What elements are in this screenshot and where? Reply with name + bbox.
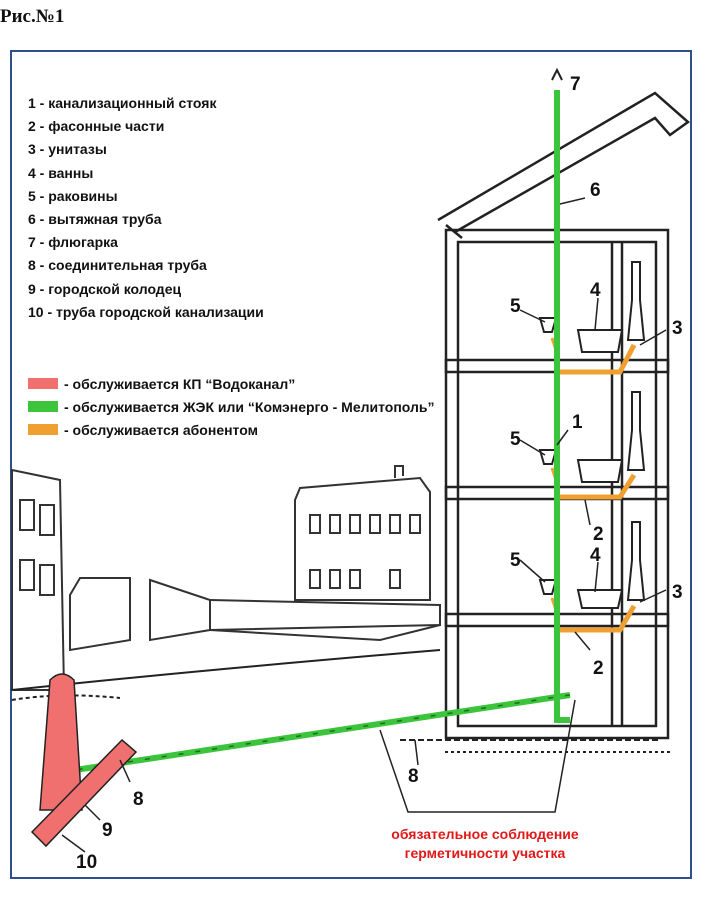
sealing-note-line: герметичности участка [404,845,566,861]
label-9: 9 [102,820,113,841]
ground [11,649,670,753]
color-swatch-green [28,401,58,412]
label-5-bottom: 5 [510,550,521,571]
service-legend: - обслуживается КП “Водоканал” - обслужи… [28,372,435,441]
house [437,91,691,740]
service-item-abonent: - обслуживается абонентом [28,418,435,441]
sealing-bracket [379,699,576,813]
city-pipe [30,738,138,848]
label-4-bottom: 4 [590,545,601,566]
color-swatch-red [28,378,58,389]
figure-caption: Рис.№1 [0,6,65,27]
service-item-vodokanal: - обслуживается КП “Водоканал” [28,372,435,395]
label-3-top: 3 [672,318,683,339]
legend-item: 2 - фасонные части [28,118,165,135]
toilet-middle [626,391,646,471]
connecting-pipe [74,692,571,773]
background-buildings [11,465,441,691]
label-10: 10 [76,852,97,873]
label-5-top: 5 [510,296,521,317]
service-label: - обслуживается КП “Водоканал” [64,375,296,392]
service-label: - обслуживается ЖЭК или “Комэнерго - Мел… [64,398,435,415]
toilet-bottom [626,521,646,601]
sealing-note-line: обязательное соблюдение [391,826,579,842]
bathtub-middle [576,459,624,483]
label-7: 7 [570,74,581,95]
label-1: 1 [572,412,583,433]
legend-list: 1 - канализационный стояк 2 - фасонные ч… [28,92,264,324]
label-3-bottom: 3 [672,582,683,603]
legend-item: 8 - соединительная труба [28,257,207,274]
legend-item: 10 - труба городской канализации [28,303,264,320]
sink-middle [538,449,558,465]
legend-item: 6 - вытяжная труба [28,211,162,228]
bathtub-bottom [576,589,624,609]
bathtub-top [576,329,624,353]
legend-item: 1 - канализационный стояк [28,95,217,111]
label-5-middle: 5 [510,429,521,450]
label-8-right: 8 [408,766,419,787]
label-2-middle: 2 [593,524,604,545]
label-4-top: 4 [590,280,601,301]
label-6: 6 [590,180,601,201]
label-2-bottom: 2 [593,658,604,679]
legend-item: 4 - ванны [28,164,94,181]
toilet-top [626,261,646,341]
sealing-note: обязательное соблюдение герметичности уч… [380,825,590,863]
fixtures [538,261,646,609]
service-label: - обслуживается абонентом [64,421,258,438]
color-swatch-orange [28,424,58,435]
legend-item: 3 - унитазы [28,141,107,158]
legend-item: 7 - флюгарка [28,234,118,251]
riser-and-vent [551,67,563,700]
label-8-left: 8 [133,789,144,810]
legend-item: 5 - раковины [28,187,118,204]
sink-bottom [538,579,558,595]
subscriber-pipes [550,337,637,633]
legend-item: 9 - городской колодец [28,280,182,297]
leader-lines [61,197,667,853]
city-manhole [30,673,138,848]
service-item-zhek: - обслуживается ЖЭК или “Комэнерго - Мел… [28,395,435,418]
